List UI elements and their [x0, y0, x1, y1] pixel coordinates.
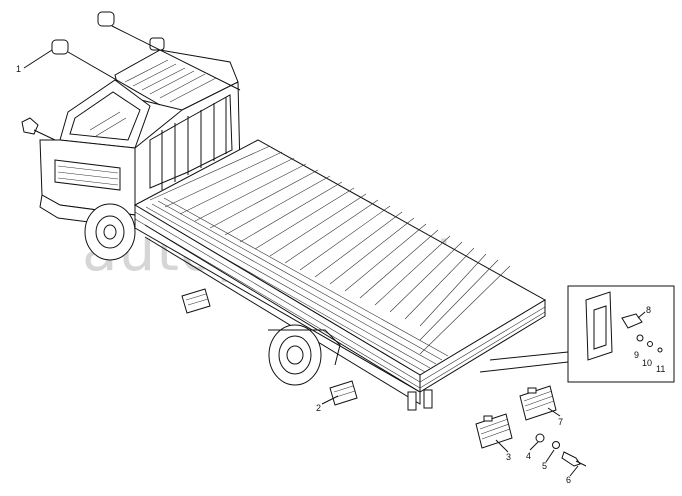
rear-lamp-left — [475, 413, 513, 449]
callout-1: 1 — [16, 64, 21, 74]
callout-7: 7 — [558, 417, 563, 427]
cargo-bed — [133, 139, 546, 411]
callout-3: 3 — [506, 452, 511, 462]
callout-6: 6 — [566, 475, 571, 485]
callouts: 1 2 3 4 5 6 7 8 9 10 11 — [16, 64, 665, 485]
callout-8: 8 — [646, 305, 651, 315]
leader-lines — [23, 25, 646, 477]
callout-5: 5 — [542, 461, 547, 471]
fastener-set — [535, 433, 587, 467]
side-reflector-rear — [329, 380, 358, 406]
callout-9: 9 — [634, 350, 639, 360]
callout-11: 11 — [656, 364, 665, 374]
rear-lamp-right — [519, 385, 557, 421]
side-reflector-front — [181, 288, 211, 314]
inset-connector-line — [479, 351, 569, 373]
detail-inset — [567, 285, 675, 383]
callout-10: 10 — [642, 358, 652, 368]
callout-2: 2 — [316, 403, 321, 413]
rear-wheel — [268, 324, 341, 386]
truck-cab — [21, 11, 241, 229]
front-wheel — [84, 203, 136, 261]
callout-4: 4 — [526, 451, 531, 461]
